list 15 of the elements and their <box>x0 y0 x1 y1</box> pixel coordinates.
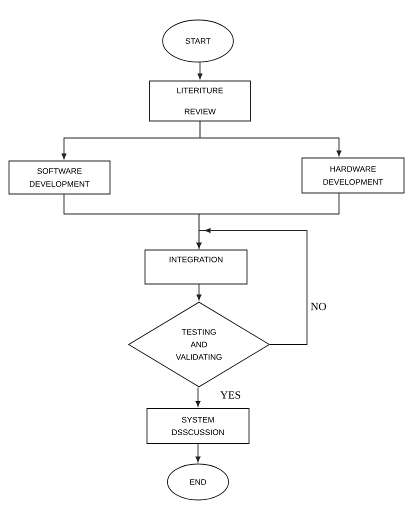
process-box: SYSTEM DSSCUSSION <box>146 408 250 444</box>
edge-label: YES <box>219 390 242 400</box>
arrow <box>200 121 342 156</box>
process-box: SOFTWARE DEVELOPMENT <box>8 160 110 194</box>
edge-label: NO <box>310 302 328 312</box>
arrow <box>196 228 308 345</box>
process-box: INTEGRATION <box>144 250 248 284</box>
arrow <box>196 284 202 300</box>
terminal-oval: END <box>167 464 229 500</box>
arrow <box>196 387 200 407</box>
process-box: HARDWARE DEVELOPMENT <box>302 158 404 194</box>
arrow <box>198 62 202 80</box>
process-box: LITERITURE REVIEW <box>149 80 251 122</box>
arrow <box>196 444 200 462</box>
terminal-oval: START <box>162 20 234 62</box>
